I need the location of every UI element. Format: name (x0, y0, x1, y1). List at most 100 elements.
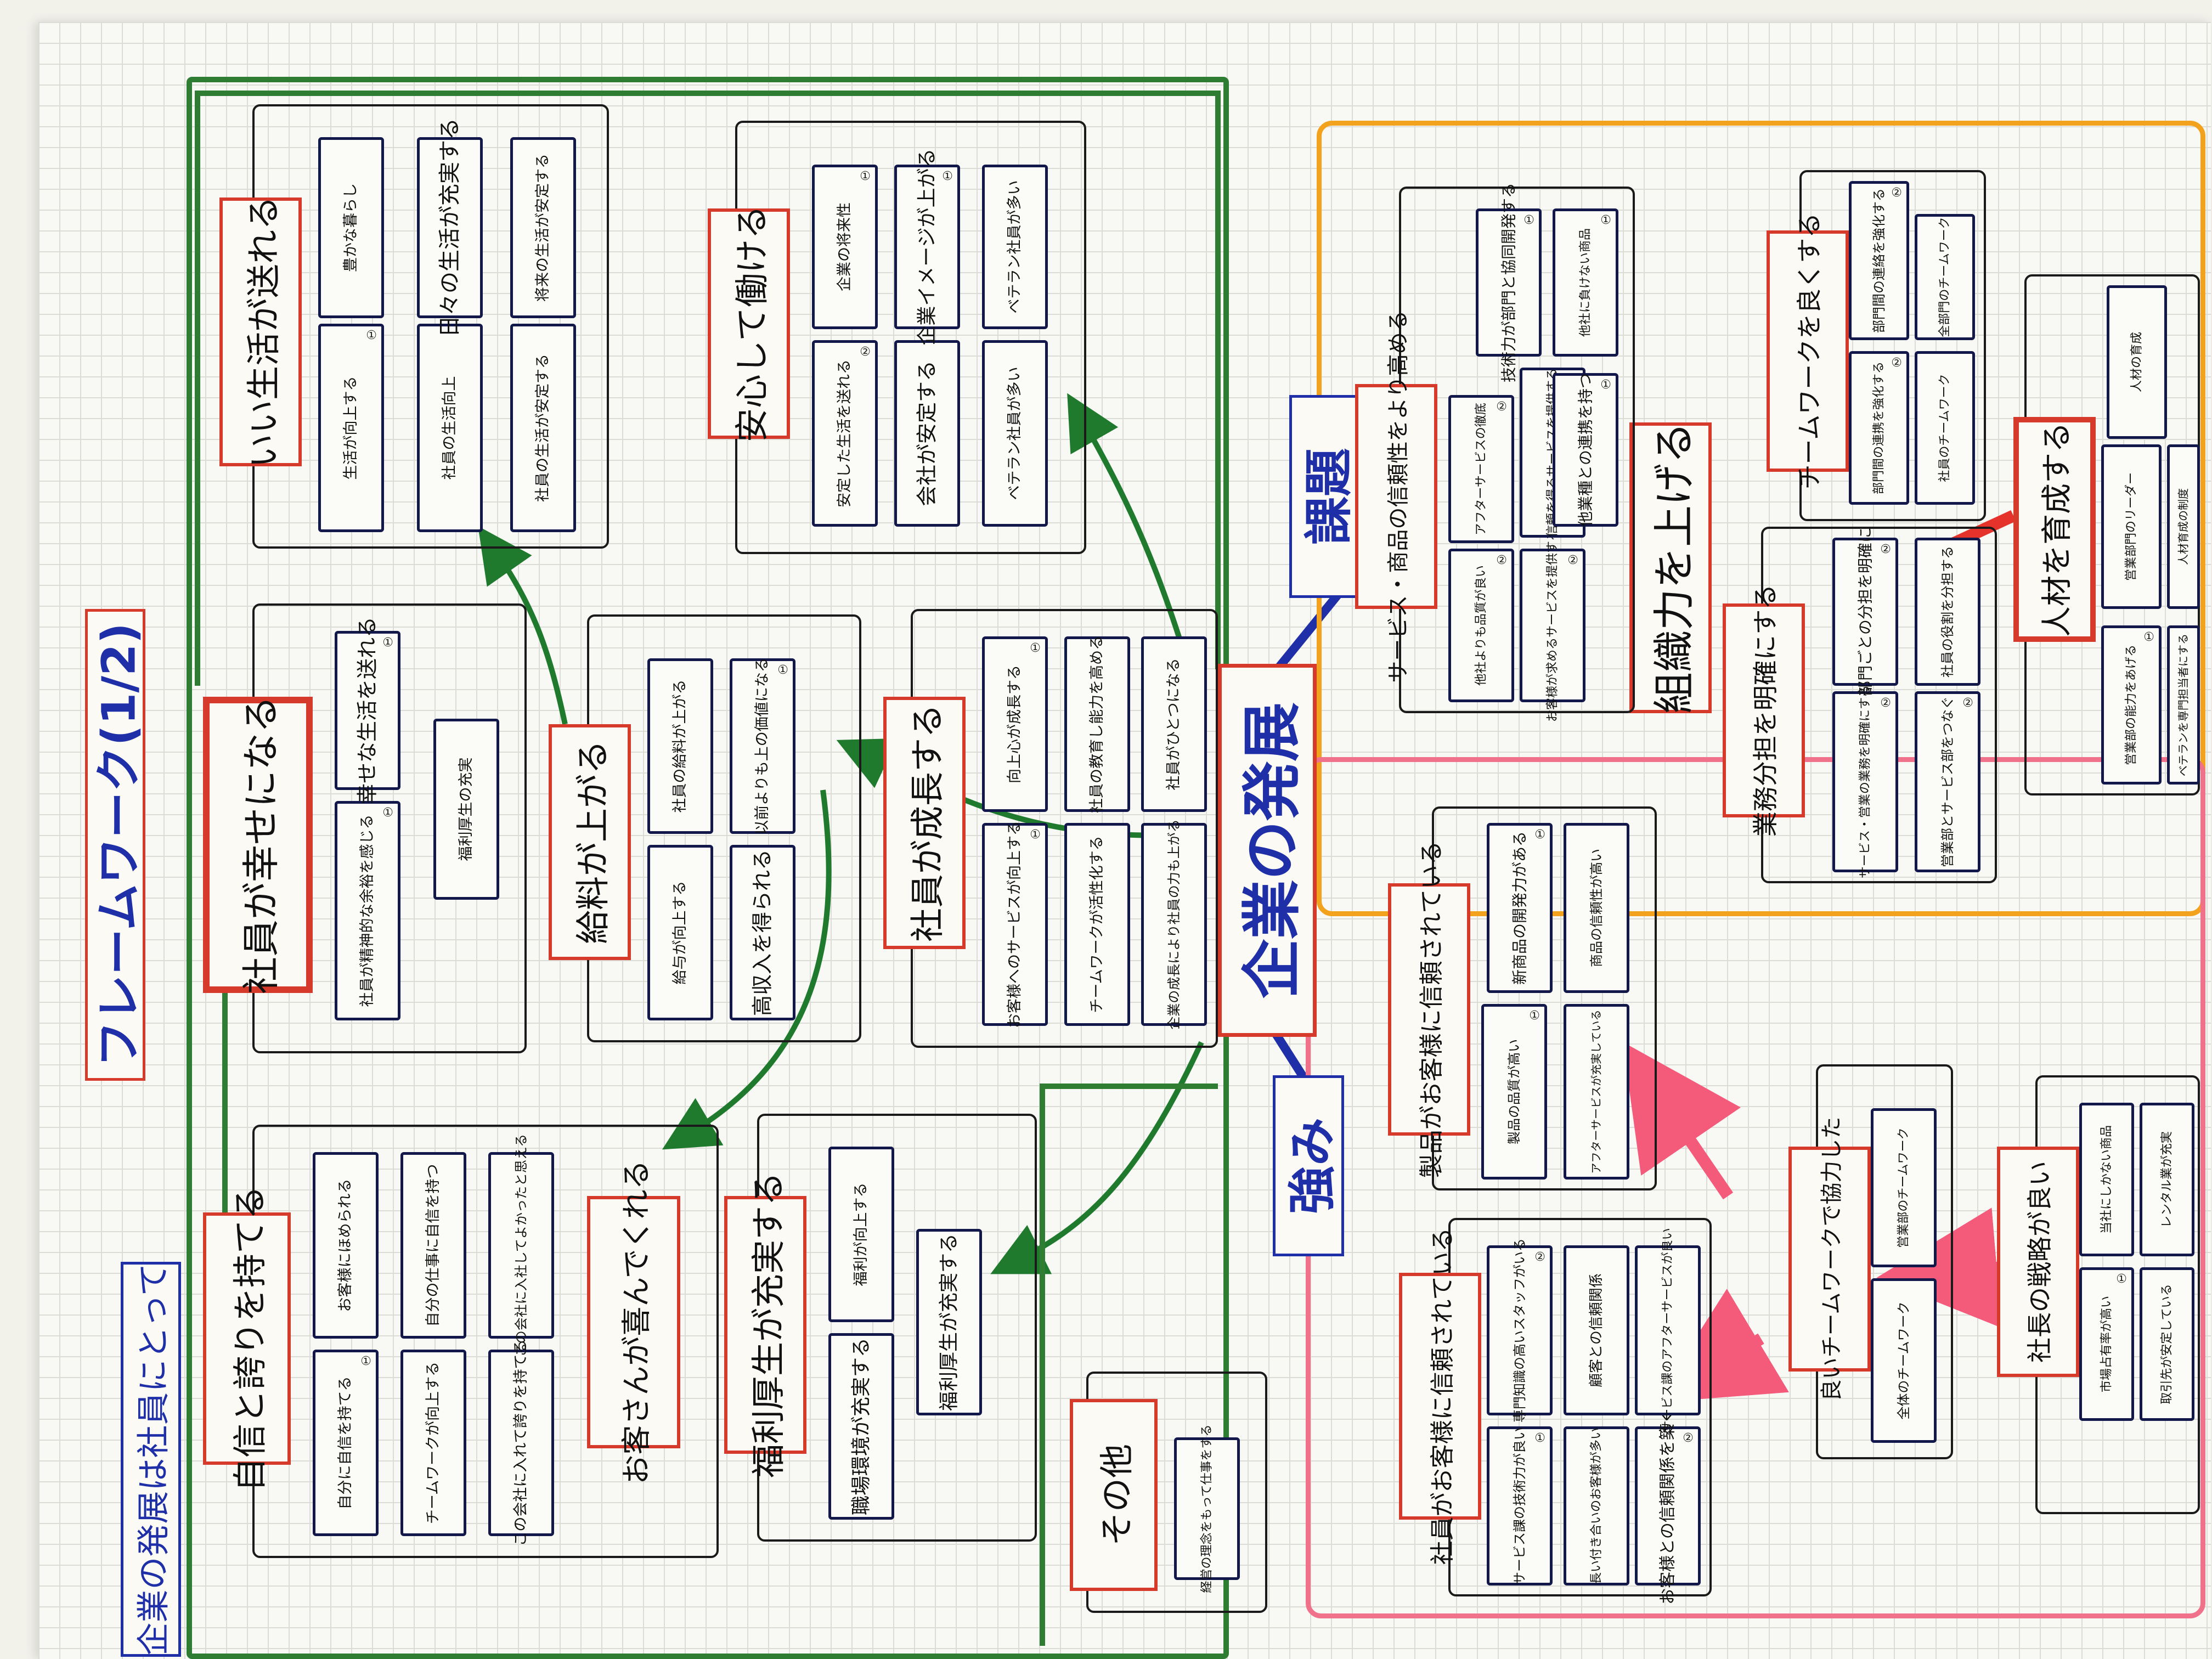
card-teamwork-1: ② 部門間の連携を強化する (1849, 351, 1909, 505)
label-text: 人材を育成する (2039, 422, 2075, 637)
priority-number: ② (1891, 356, 1902, 370)
card-seikatsu-5: 日々の生活が充実する (417, 118, 483, 337)
label-text: 良いチームワークで協力した (1819, 1116, 1844, 1402)
card-seikatsu-6: 将来の生活が安定する (510, 137, 576, 318)
label-text: 給与が向上する (672, 881, 689, 985)
label-text: 部門間の連携を強化する (1872, 361, 1886, 495)
label-text: 他社に負けない商品 (1578, 228, 1593, 337)
label-text: お客様へのサービスが向上する (1006, 821, 1024, 1028)
header-kyuryo: 給料が上がる (549, 724, 631, 960)
label-text: 取引先が安定している (2160, 1284, 2174, 1404)
priority-number: ① (382, 806, 393, 820)
arrow-seicho-to-okyaku (662, 789, 832, 1150)
card-anshin-6: ベテラン社員が多い (982, 165, 1048, 329)
label-text: 社員の役割を分担する (1940, 546, 1955, 678)
card-jishin-3: この会社に入れて誇りを持てる (488, 1339, 554, 1547)
arrow-layer (195, 91, 2016, 1646)
label-text: 安定した生活を送れる (836, 359, 854, 507)
label-text: 部門ごとの分担を明確に (1856, 527, 1875, 696)
label-text: 福利が向上する (853, 1182, 870, 1286)
priority-number: ① (860, 170, 871, 183)
card-seikatsu-3: 社員の生活が安定する (510, 324, 576, 532)
label-text: 市場占有率が高い (2100, 1295, 2114, 1393)
label-text: 社員が成長する (907, 703, 947, 943)
label-text: 全体のチームワーク (1896, 1301, 1911, 1420)
priority-number: ① (382, 636, 393, 650)
label-text: サービス・営業の業務を明確にする (1858, 685, 1872, 879)
card-jishin-4: お客様にほめられる (313, 1152, 379, 1339)
priority-number: ① (366, 329, 377, 342)
header-service: サービス・商品の信頼性をより高める (1355, 310, 1437, 683)
label-text: フレームワーク(1/2) (92, 623, 146, 1067)
card-shinrai-3: アフターサービスが充実している (1564, 1004, 1629, 1180)
card-seicho-6: 社員がひとつになる (1141, 636, 1207, 812)
arrow-kyuryo-to-seikatsu (478, 526, 568, 725)
line-core-to-shiawase (195, 91, 1221, 686)
label-text: 営業部とサービス部をつなぐ (1940, 696, 1955, 867)
label-text: 日々の生活が充実する (437, 118, 462, 337)
priority-number: ① (1030, 641, 1041, 655)
priority-number: ① (2116, 1272, 2127, 1286)
label-text: 営業部のチームワーク (1897, 1127, 1911, 1248)
card-team-2: 営業部のチームワーク (1871, 1108, 1937, 1267)
label-text: 当社にしかない商品 (2100, 1125, 2114, 1234)
label-text: お客さんが喜んでくれる (619, 1160, 654, 1485)
arrow-team-to-okyaku-shinrai (1654, 1289, 1789, 1403)
card-jinzai-4: 営業部門のリーダー (2101, 444, 2162, 609)
card-teamwork-4: 全部門のチームワーク (1915, 214, 1975, 340)
arrow-issues-to-core (1269, 584, 1348, 678)
label-text: その他 (1097, 1443, 1137, 1547)
card-senryaku-3: 当社にしかない商品 (2079, 1103, 2134, 1256)
header-seicho: 社員が成長する (883, 697, 966, 949)
core-node: 企業の発展 (1218, 664, 1317, 1037)
label-text: サービス課のアフターサービスが良い (1661, 1228, 1675, 1433)
label-text: ベテランを専門担当者にする (2176, 633, 2190, 777)
label-text: 組織力を上げる (1650, 422, 1699, 714)
label-text: 幸せな生活を送れる (355, 616, 380, 805)
card-seikatsu-2: 社員の生活向上 (417, 324, 483, 532)
priority-number: ① (1600, 378, 1611, 392)
label-text: 社員の給料が上がる (672, 679, 689, 813)
label-text: 社員の生活向上 (441, 376, 459, 480)
label-text: 社員がひとつになる (1165, 658, 1183, 791)
label-text: 社員が精神的な余裕を感じる (359, 814, 376, 1007)
card-fukuri-3: 福利が向上する (828, 1147, 894, 1322)
label-text: 他業種との連携を持つ (1576, 373, 1595, 527)
poster-board: フレームワーク(1/2) 企業の発展は社員にとって 企業の発展 課題 強み いい… (38, 22, 2211, 1659)
label-text: この会社に入れて誇りを持てる (512, 1339, 530, 1547)
card-anshin-1: ② 安定した生活を送れる (812, 340, 878, 527)
label-text: サービス・商品の信頼性をより高める (1386, 310, 1411, 683)
label-text: アフターサービスが充実している (1589, 1009, 1603, 1174)
label-text: 福利厚生が充実する (748, 1171, 788, 1479)
line-core-bottom (1040, 1084, 1218, 1646)
priority-number: ② (1496, 400, 1507, 414)
label-text: 業務分担を明確にする (1751, 584, 1780, 837)
card-kyuryo-3: 社員の給料が上がる (647, 658, 713, 834)
header-anshin: 安心して働ける (708, 205, 790, 442)
priority-number: ② (1683, 1431, 1694, 1445)
label-text: 全部門のチームワーク (1938, 217, 1952, 337)
card-kyuryo-1: 給与が向上する (647, 845, 713, 1020)
card-seikatsu-4: 豊かな暮らし (318, 137, 384, 318)
header-team: 良いチームワークで協力した (1788, 1117, 1871, 1401)
priority-number: ② (860, 345, 871, 359)
side-title: 企業の発展は社員にとって (121, 1262, 181, 1657)
label-text: 企業の発展 (1238, 702, 1307, 999)
label-text: 将来の生活が安定する (534, 154, 552, 302)
label-text: 企業イメージが上がる (916, 148, 939, 346)
card-jinzai-5: 人材育成の制度 (2167, 444, 2200, 609)
label-text: 福利厚生の充実 (458, 757, 475, 861)
priority-number: ① (942, 170, 953, 183)
